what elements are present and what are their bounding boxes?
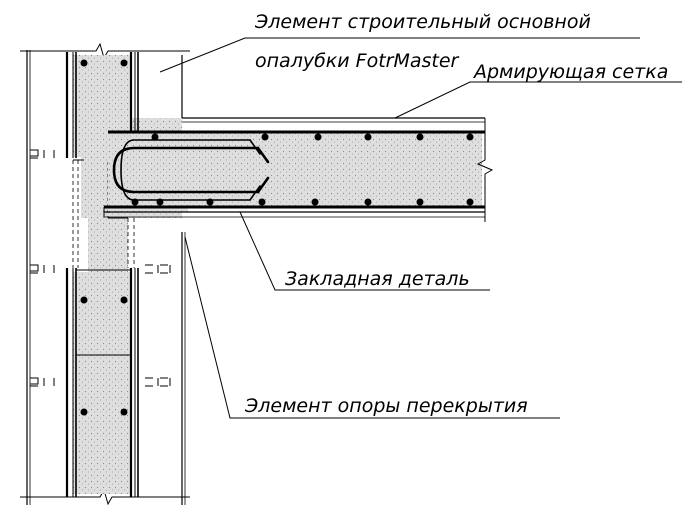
label-reinforcing-mesh: Армирующая сетка bbox=[472, 61, 668, 83]
label-embedded-part: Закладная деталь bbox=[285, 268, 470, 290]
label-slab-support-element: Элемент опоры перекрытия bbox=[244, 395, 528, 417]
label-formwork-line1: Элемент строительный основной bbox=[254, 11, 591, 33]
leader-lines bbox=[159, 37, 682, 419]
wall-formwork bbox=[20, 42, 190, 506]
label-formwork-line2: опалубки FotrMaster bbox=[255, 50, 460, 72]
embedded-part bbox=[112, 139, 270, 201]
slab bbox=[103, 117, 494, 222]
callout-labels: Элемент строительный основной опалубки F… bbox=[244, 11, 668, 417]
slab-rebar-dots bbox=[131, 133, 474, 206]
wall-rebar bbox=[80, 59, 128, 416]
wall-concrete bbox=[73, 55, 182, 494]
